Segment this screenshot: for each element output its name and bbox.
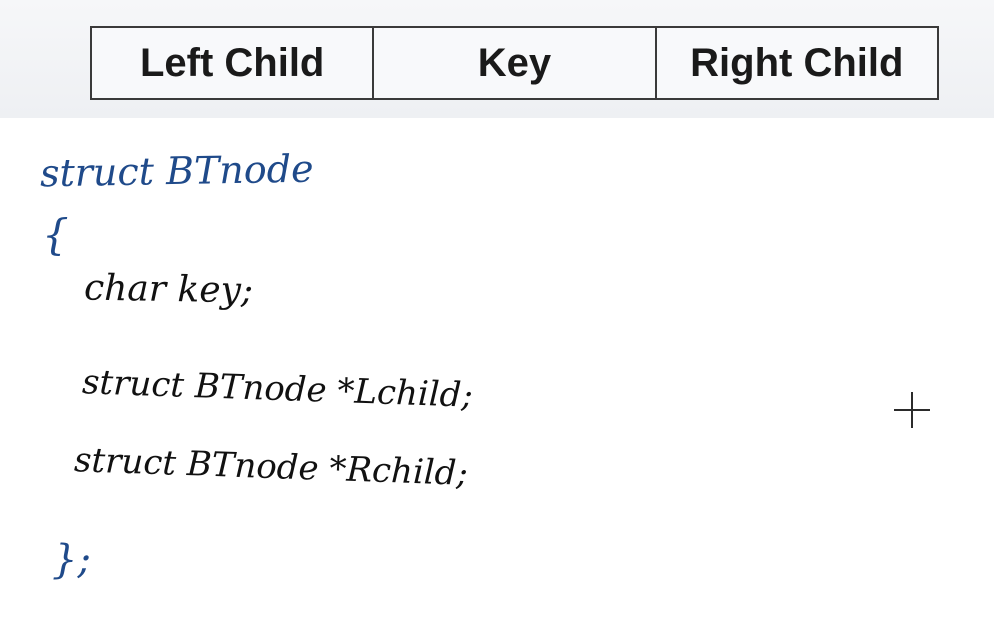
code-line-rchild-field: struct BTnode *Rchild; bbox=[73, 440, 469, 494]
code-line-struct-decl: struct BTnode bbox=[39, 146, 314, 196]
code-line-close-brace: }; bbox=[52, 537, 91, 583]
right-child-cell: Right Child bbox=[654, 28, 937, 98]
left-child-cell: Left Child bbox=[139, 40, 325, 85]
crosshair-icon bbox=[894, 392, 930, 428]
key-cell: Key bbox=[372, 28, 654, 98]
node-structure-table: Left Child Key Right Child bbox=[90, 26, 939, 100]
code-line-lchild-field: struct BTnode *Lchild; bbox=[81, 362, 474, 416]
code-line-open-brace: { bbox=[42, 210, 69, 259]
code-line-key-field: char key; bbox=[83, 267, 254, 312]
